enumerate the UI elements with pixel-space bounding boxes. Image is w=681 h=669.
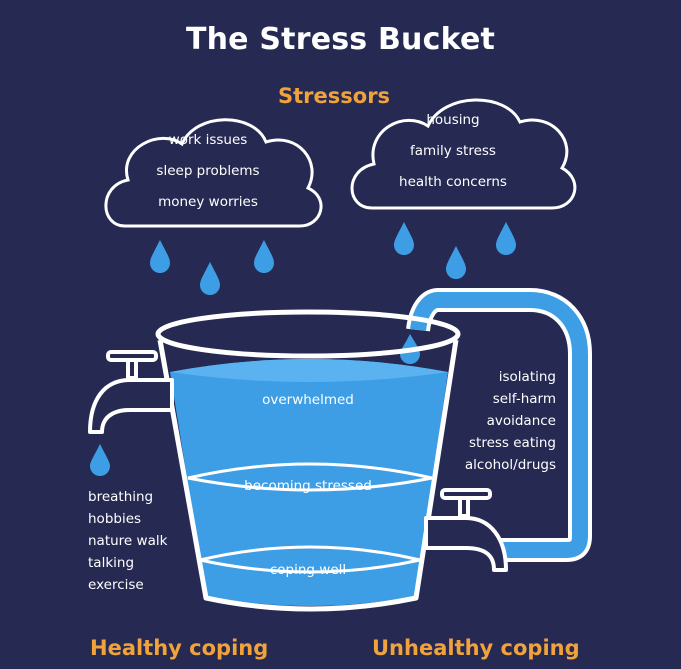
- healthy-item: nature walk: [88, 533, 168, 549]
- unhealthy-coping-heading: Unhealthy coping: [372, 636, 580, 660]
- raindrop-icon: [90, 444, 110, 476]
- bucket-rim: [155, 309, 461, 359]
- stressor-cloud-left: [104, 118, 323, 228]
- raindrop-icon: [394, 222, 414, 255]
- level-label-coping-well: coping well: [269, 562, 347, 578]
- bucket-outline: [157, 339, 459, 612]
- water-surface: [170, 359, 448, 382]
- stressor-item: work issues: [168, 132, 248, 148]
- unhealthy-item: isolating: [498, 369, 556, 385]
- raindrop-icon: [254, 240, 274, 273]
- level-line-bottom-lower: [199, 558, 421, 574]
- left-tap-icon: [88, 350, 174, 434]
- healthy-item: exercise: [88, 577, 144, 593]
- healthy-item: breathing: [88, 489, 154, 505]
- recycle-pipe-water: [410, 292, 588, 558]
- stressor-item: family stress: [410, 143, 496, 159]
- stressor-item: health concerns: [399, 174, 507, 190]
- unhealthy-item: self-harm: [492, 391, 556, 407]
- unhealthy-item: stress eating: [469, 435, 556, 451]
- healthy-item: talking: [88, 555, 135, 571]
- level-label-becoming-stressed: becoming stressed: [244, 478, 372, 494]
- level-line-bottom: [199, 545, 421, 562]
- unhealthy-coping-list: isolating self-harm avoidance stress eat…: [440, 366, 556, 476]
- raindrop-icon: [496, 222, 516, 255]
- level-line-middle-lower: [187, 476, 433, 492]
- stressor-item: housing: [426, 112, 480, 128]
- right-tap-icon: [424, 488, 508, 572]
- healthy-item: hobbies: [88, 511, 142, 527]
- raindrop-icon: [446, 246, 466, 279]
- level-label-overwhelmed: overwhelmed: [262, 392, 354, 408]
- bucket-water: [170, 359, 448, 606]
- stressor-item: sleep problems: [156, 163, 260, 179]
- page-title: The Stress Bucket: [185, 22, 496, 57]
- unhealthy-item: alcohol/drugs: [464, 457, 556, 473]
- raindrop-icon: [150, 240, 170, 273]
- level-line-middle: [187, 462, 433, 480]
- unhealthy-item: avoidance: [486, 413, 556, 429]
- raindrop-icon: [200, 262, 220, 295]
- stressor-item: money worries: [158, 194, 258, 210]
- healthy-coping-heading: Healthy coping: [90, 636, 269, 660]
- stressors-heading: Stressors: [278, 84, 391, 108]
- healthy-coping-list: breathing hobbies nature walk talking ex…: [88, 486, 167, 596]
- stressor-cloud-right: [350, 98, 577, 210]
